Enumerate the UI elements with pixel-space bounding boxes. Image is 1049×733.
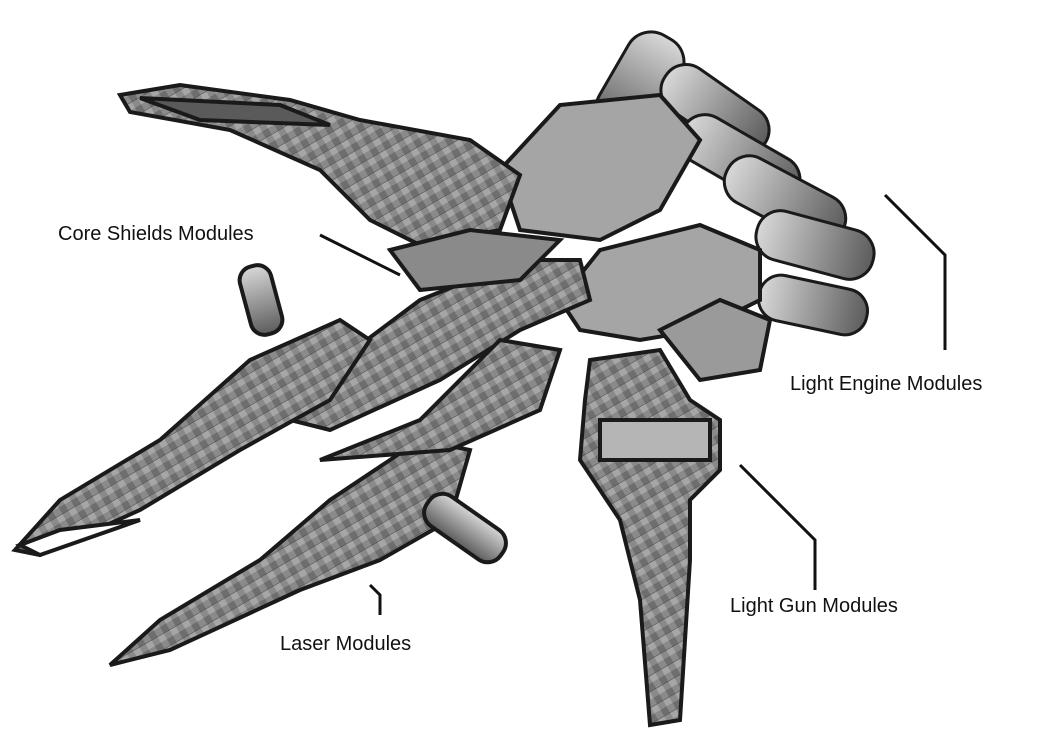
leader-line-light-engine <box>885 195 945 350</box>
label-core-shields-modules: Core Shields Modules <box>58 224 254 244</box>
label-light-engine-modules: Light Engine Modules <box>790 374 982 394</box>
label-laser-modules: Laser Modules <box>280 634 411 654</box>
leader-line-laser <box>370 585 380 615</box>
label-light-gun-modules: Light Gun Modules <box>730 596 898 616</box>
leader-line-core-shields <box>320 235 400 275</box>
leader-line-light-gun <box>740 465 815 590</box>
